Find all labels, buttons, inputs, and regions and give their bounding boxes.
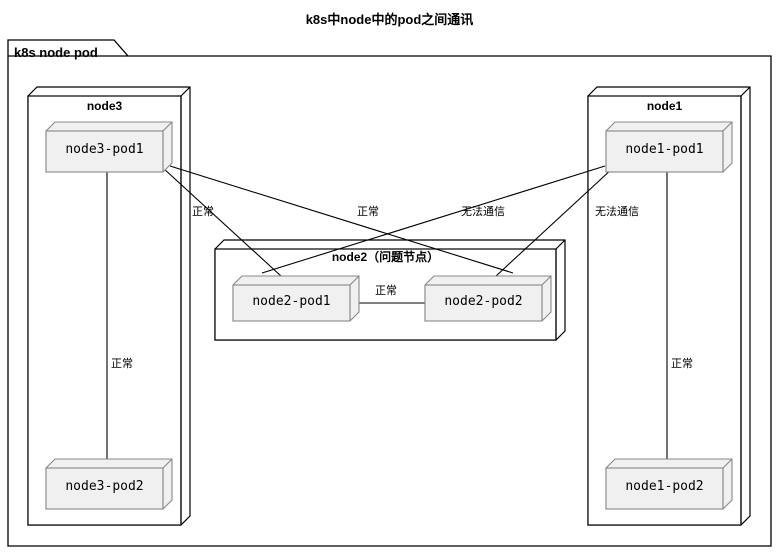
edge-label-right-cross: 无法通信 (461, 206, 505, 218)
edge-label-left-cross: 正常 (192, 206, 214, 218)
edge-label-far-right: 无法通信 (595, 206, 639, 218)
pod-box-node3-pod2[interactable] (45, 458, 173, 510)
edge-node1pod1-node2pod1 (261, 165, 606, 274)
edge-node3pod1-node2pod1 (162, 167, 282, 277)
pod-box-node2-pod1[interactable] (232, 275, 360, 322)
edge-label-node1-internal: 正常 (671, 358, 693, 370)
package-label: k8s node pod (14, 45, 98, 60)
pod-label-node3-pod1: node3-pod1 (65, 142, 144, 157)
edge-label-node3-internal: 正常 (111, 358, 133, 370)
pod-box-node2-pod2[interactable] (424, 275, 552, 322)
node-title-node1: node1 (646, 99, 683, 113)
pod-label-node2-pod1: node2-pod1 (252, 294, 331, 309)
pod-label-node1-pod2: node1-pod2 (625, 479, 704, 494)
edge-node3pod1-node2pod2 (169, 165, 514, 274)
edge-node1pod1-node2pod2 (495, 167, 614, 277)
connector-lines (106, 165, 668, 468)
node-title-node3: node3 (86, 99, 123, 113)
pod-label-node1-pod1: node1-pod1 (625, 142, 704, 157)
pod-label-node2-pod2: node2-pod2 (444, 294, 523, 309)
edge-label-center-cross: 正常 (357, 206, 379, 218)
pod-label-node3-pod2: node3-pod2 (65, 479, 144, 494)
node-title-node2: node2（问题节点） (331, 250, 440, 264)
pod-box-node3-pod1[interactable] (45, 121, 173, 173)
pod-box-node1-pod1[interactable] (605, 121, 733, 173)
page-title: k8s中node中的pod之间通讯 (305, 12, 474, 27)
pod-box-node1-pod2[interactable] (605, 458, 733, 510)
edge-label-node2-internal: 正常 (375, 285, 397, 297)
